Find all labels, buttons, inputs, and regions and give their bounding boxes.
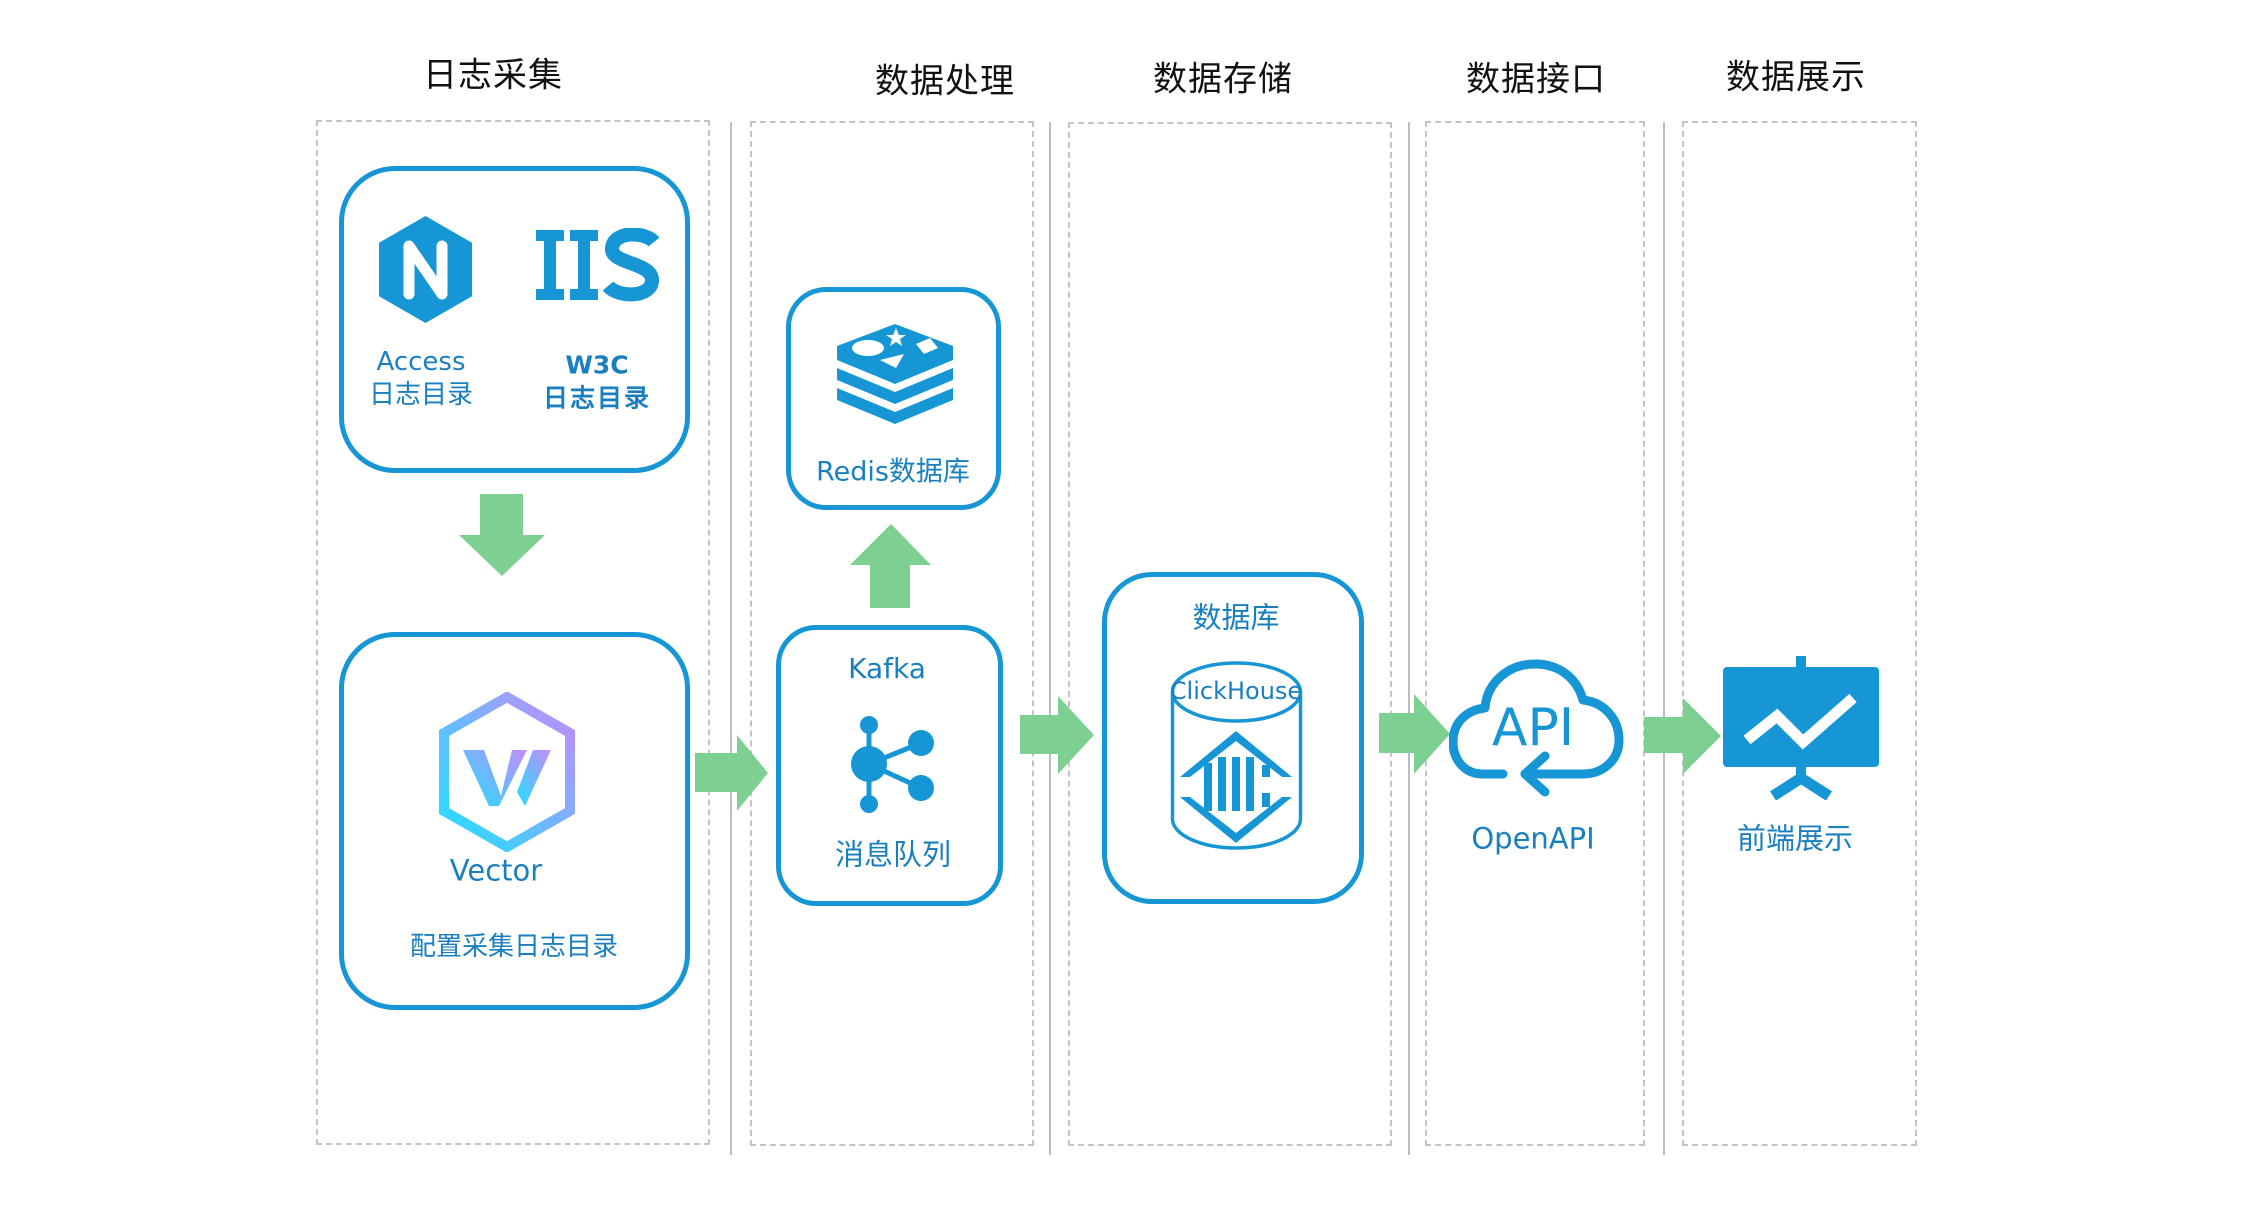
kafka-title: Kafka [848,651,926,685]
lane-data-interface [1425,121,1645,1146]
clickhouse-icon [1170,661,1303,850]
clickhouse-label: ClickHouse [1169,677,1303,706]
vector-caption: 配置采集日志目录 [409,932,619,963]
flow-arrow-right [695,735,769,811]
lane-separator [1663,122,1665,1155]
cloud-api-icon [1449,656,1625,800]
lane-separator [730,122,732,1155]
database-title: 数据库 [1192,600,1280,635]
column-title-data-interface: 数据接口 [1466,59,1606,100]
flow-arrow-down [459,494,547,578]
api-icon-text: API [1491,698,1575,759]
flow-arrow-up [850,524,932,608]
column-title-data-processing: 数据处理 [875,61,1015,102]
flow-arrow-right [1379,694,1451,774]
redis-icon [836,324,954,426]
frontend-display-label: 前端展示 [1736,821,1854,856]
log-sources-card[interactable] [339,166,690,473]
lane-data-storage [1068,122,1392,1146]
presentation-chart-icon [1723,656,1879,800]
lane-data-display [1682,121,1917,1146]
lane-separator [1049,122,1051,1155]
column-title-data-display: 数据展示 [1726,57,1866,98]
lane-separator [1408,122,1410,1155]
redis-label: Redis数据库 [816,456,970,488]
column-title-data-storage: 数据存储 [1153,59,1293,100]
flow-arrow-right [1644,698,1722,774]
iis-icon [536,228,660,302]
vector-icon [439,692,575,852]
flow-arrow-right [1020,696,1094,774]
nginx-label-line2: 日志目录 [368,380,474,411]
lane-data-processing [750,121,1034,1146]
openapi-label: OpenAPI [1471,821,1595,856]
vector-name: Vector [449,853,543,888]
lane-log-collection [316,120,710,1145]
nginx-icon [379,216,472,323]
iis-label-line2: 日志目录 [542,383,652,413]
iis-label-line1: W3C [565,350,629,380]
kafka-caption: 消息队列 [834,837,952,872]
kafka-card[interactable] [776,625,1003,906]
column-title-log-collection: 日志采集 [423,55,563,96]
nginx-label-line1: Access [376,347,466,378]
kafka-icon [846,712,938,816]
vector-card[interactable] [339,632,690,1010]
